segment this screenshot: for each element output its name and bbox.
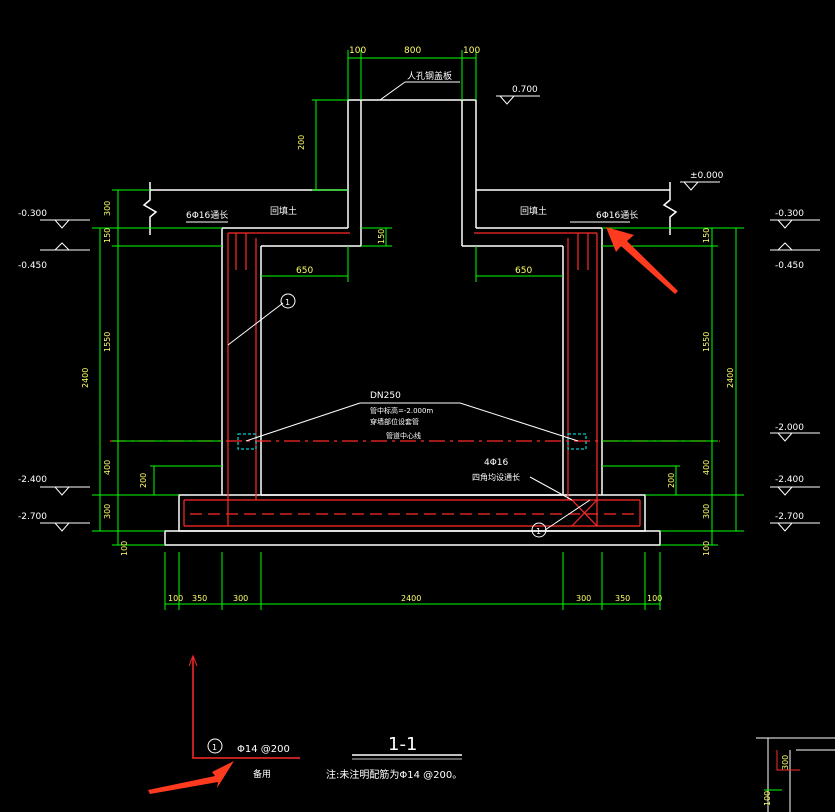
dim-left-150: 150 — [103, 228, 112, 243]
legend-spec: Φ14 @200 — [237, 744, 290, 755]
dim-150-slab: 150 — [377, 229, 386, 244]
corner-dim-100: 100 — [763, 791, 772, 806]
dim-left-300: 300 — [103, 201, 112, 216]
dim-left-2400: 2400 — [81, 368, 90, 388]
dim-bottom-5: 350 — [615, 594, 630, 603]
dim-bottom-2: 300 — [233, 594, 248, 603]
elev-right-4: -2.700 — [775, 512, 804, 522]
dim-top-left: 100 — [349, 46, 366, 56]
elev-right-0: -0.300 — [775, 209, 804, 219]
dim-bottom-4: 300 — [576, 594, 591, 603]
rebar-detail: 1 Φ14 @200 备用 — [188, 654, 300, 780]
rebar-bottom-1: 4Φ16 — [484, 458, 509, 468]
backfill-right: 回填土 — [520, 205, 547, 217]
rebar-right-label: 6Φ16通长 — [596, 209, 638, 221]
dim-bottom-6: 100 — [647, 594, 662, 603]
legend-mark: 1 — [212, 743, 217, 752]
corner-dim-300: 300 — [781, 755, 790, 770]
dim-right-400: 400 — [702, 460, 711, 475]
dim-left-100: 100 — [120, 541, 129, 556]
dim-650-right: 650 — [515, 266, 532, 276]
dim-right-100: 100 — [702, 541, 711, 556]
pipe-note-3: 管道中心线 — [386, 431, 421, 440]
section-title-block: 1-1 注:未注明配筋为Φ14 @200。 — [326, 734, 462, 781]
dim-650-left: 650 — [296, 266, 313, 276]
mark-circles — [280, 293, 547, 538]
elev-left-1: -0.450 — [18, 261, 47, 271]
dim-top-mid: 800 — [404, 46, 421, 56]
elev-left-3: -2.700 — [18, 512, 47, 522]
mark-label-2: 1 — [536, 527, 541, 536]
rebar-left-label: 6Φ16通长 — [186, 209, 228, 221]
dimension-lines — [92, 50, 744, 610]
dim-right-2400: 2400 — [726, 368, 735, 388]
pipe-note-1: 管中标高=-2.000m — [370, 406, 433, 415]
elev-left-0: -0.300 — [18, 209, 47, 219]
leader-lines — [186, 81, 630, 531]
dim-left-200: 200 — [139, 473, 148, 488]
structure-outline — [142, 99, 678, 546]
dim-right-300: 300 — [702, 504, 711, 519]
elev-right-3: -2.400 — [775, 475, 804, 485]
elev-left-2: -2.400 — [18, 475, 47, 485]
elev-right-1: -0.450 — [775, 261, 804, 271]
rebar-bottom-2: 四角均设通长 — [472, 472, 520, 482]
dim-top-right: 100 — [463, 46, 480, 56]
dim-left-1550: 1550 — [103, 332, 112, 352]
backfill-left: 回填土 — [270, 205, 297, 217]
pipe-note-2: 穿墙部位设套管 — [370, 417, 419, 426]
general-note: 注:未注明配筋为Φ14 @200。 — [326, 768, 462, 781]
dim-bottom-1: 350 — [192, 594, 207, 603]
dim-200-neck: 200 — [297, 135, 306, 150]
dim-right-1550: 1550 — [702, 332, 711, 352]
rebar-lines — [110, 232, 720, 527]
dim-bottom-3: 2400 — [401, 594, 421, 603]
arrow-pointer-bottom-icon — [148, 761, 234, 794]
elev-ground: ±0.000 — [690, 171, 724, 181]
elev-right-2: -2.000 — [775, 423, 804, 433]
corner-detail — [756, 737, 835, 812]
pipe-dn: DN250 — [370, 391, 401, 401]
dim-right-150: 150 — [702, 228, 711, 243]
dim-bottom-0: 100 — [168, 594, 183, 603]
legend-caption: 备用 — [253, 768, 271, 780]
elevation-markers — [40, 95, 820, 532]
cover-slab-label: 人孔钢盖板 — [407, 70, 452, 82]
elev-top: 0.700 — [512, 85, 538, 95]
mark-label-1: 1 — [285, 298, 290, 307]
dim-left-400: 400 — [103, 460, 112, 475]
pointer-arrows — [148, 227, 678, 794]
dim-left-300b: 300 — [103, 504, 112, 519]
arrow-pointer-right-icon — [606, 227, 678, 294]
dim-right-200: 200 — [667, 473, 676, 488]
pipe-sleeves — [237, 433, 587, 450]
section-title: 1-1 — [388, 734, 417, 755]
